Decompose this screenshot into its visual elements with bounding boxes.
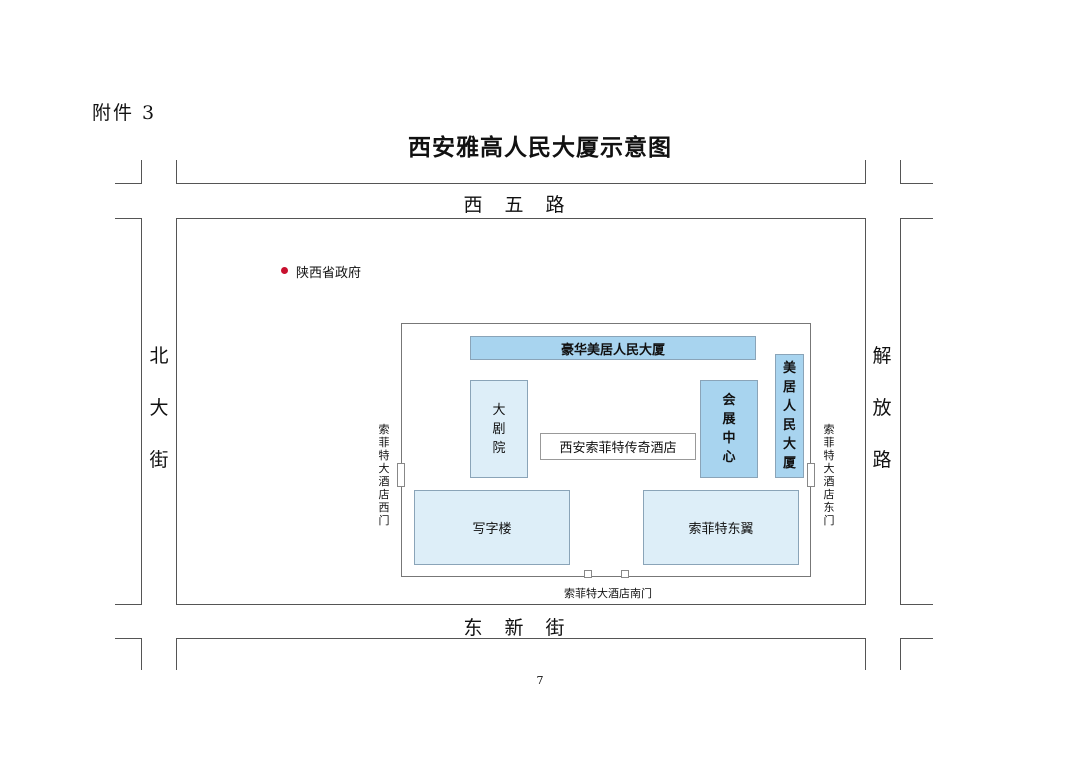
south-gate-label: 索菲特大酒店南门 (564, 587, 652, 600)
road-line (900, 638, 933, 639)
building-top-label: 豪华美居人民大厦 (560, 342, 665, 358)
attachment-label: 附件 3 (92, 102, 157, 124)
road-south-label: 东新街 (463, 617, 587, 639)
south-gate-right (621, 570, 629, 578)
road-line (900, 604, 933, 605)
road-line (865, 160, 866, 184)
road-line (900, 183, 933, 184)
building-hotel-label: 西安索菲特传奇酒店 (559, 441, 677, 456)
road-line (176, 183, 866, 184)
east-gate (807, 463, 815, 487)
landmark-label: 陕西省政府 (296, 266, 362, 281)
west-gate (397, 463, 405, 487)
road-line (176, 604, 866, 605)
building-theater-label: 大剧院 (492, 402, 506, 456)
road-west-label: 北大街 (149, 345, 169, 471)
road-line (115, 638, 141, 639)
east-gate-label: 索菲特大酒店东门 (823, 423, 835, 527)
south-gate-left (584, 570, 592, 578)
road-line (176, 160, 177, 184)
building-east-wing-label: 索菲特东翼 (688, 522, 754, 537)
road-line (900, 218, 901, 605)
road-line (115, 218, 141, 219)
road-line (900, 160, 901, 184)
road-north-label: 西五路 (463, 194, 587, 216)
building-convention-label: 会展中心 (722, 393, 736, 465)
road-line (176, 638, 866, 639)
building-top: 豪华美居人民大厦 (470, 336, 756, 360)
building-convention: 会展中心 (700, 380, 758, 478)
road-line (865, 638, 866, 670)
building-office-label: 写字楼 (472, 522, 512, 537)
landmark-marker-icon (281, 267, 288, 274)
road-line (115, 183, 141, 184)
building-east-wing: 索菲特东翼 (643, 490, 799, 565)
page-title: 西安雅高人民大厦示意图 (408, 134, 672, 161)
building-hotel: 西安索菲特传奇酒店 (540, 433, 696, 460)
road-line (141, 218, 142, 605)
road-line (115, 604, 141, 605)
road-line (141, 160, 142, 184)
hotel-compound (401, 323, 811, 577)
page-number: 7 (536, 674, 544, 687)
road-line (176, 218, 177, 605)
road-line (141, 638, 142, 670)
road-line (176, 218, 866, 219)
building-office: 写字楼 (414, 490, 570, 565)
road-line (900, 218, 933, 219)
road-line (176, 638, 177, 670)
building-mercure-label: 美居人民大厦 (782, 361, 796, 471)
road-east-label: 解放路 (872, 345, 892, 471)
road-line (865, 218, 866, 605)
building-theater: 大剧院 (470, 380, 528, 478)
west-gate-label: 索菲特大酒店西门 (378, 423, 390, 527)
building-mercure: 美居人民大厦 (775, 354, 804, 478)
road-line (900, 638, 901, 670)
